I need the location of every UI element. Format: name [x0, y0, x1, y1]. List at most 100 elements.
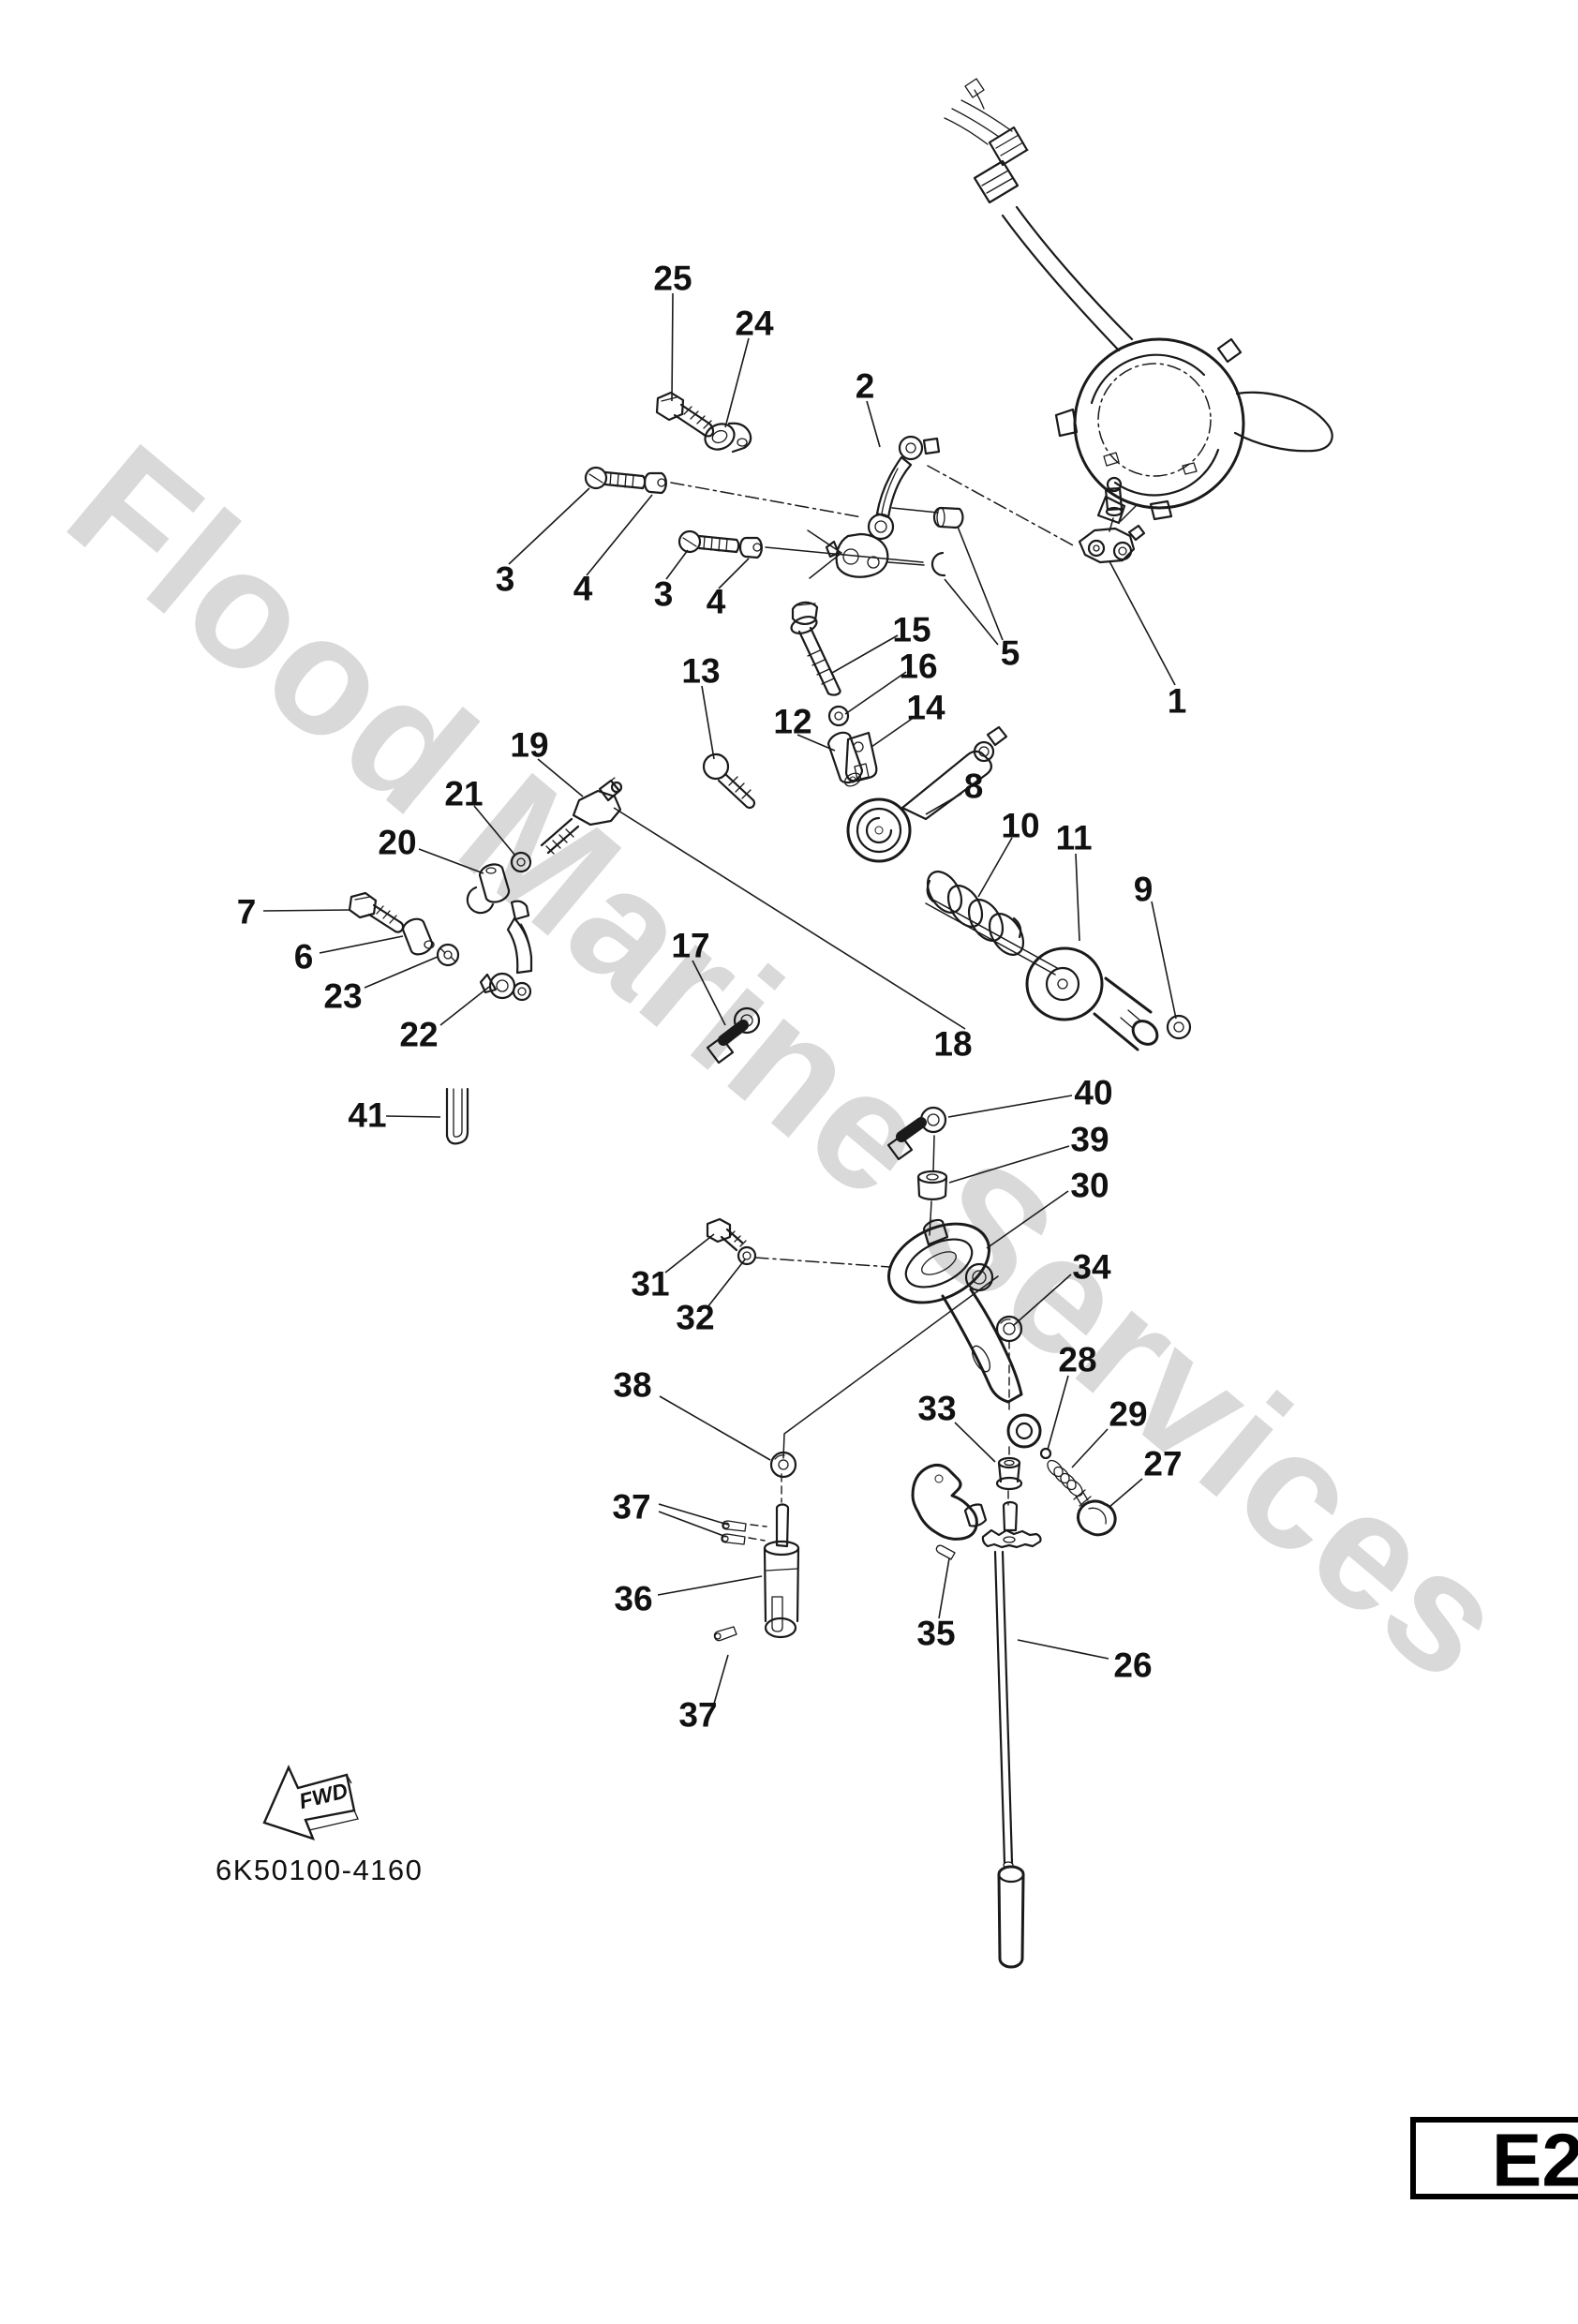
part-callout-19: 19: [510, 726, 548, 765]
link-40-drawing: [886, 1106, 947, 1161]
part-callout-33: 33: [917, 1390, 956, 1428]
bolt-3a-nut-4a-drawing: [584, 466, 667, 495]
leader-line-36: [657, 1575, 763, 1596]
part-callout-4: 4: [707, 583, 726, 621]
cam-11-drawing: [1025, 946, 1159, 1051]
leader-line-38: [659, 1395, 771, 1461]
part-callout-31: 31: [631, 1265, 669, 1304]
bolt-25-drawing: [655, 391, 715, 438]
part-callout-8: 8: [964, 767, 984, 806]
leader-line-16: [844, 671, 907, 715]
leader-line-6: [319, 935, 404, 954]
spring-29-drawing: [1047, 1459, 1083, 1497]
clip-41-drawing: [445, 1087, 469, 1145]
part-callout-21: 21: [444, 775, 483, 813]
bushing-12-drawing: [826, 731, 864, 787]
part-callout-17: 17: [671, 927, 709, 965]
part-callout-1: 1: [1168, 682, 1187, 721]
part-callout-4: 4: [573, 570, 593, 608]
ball-28-drawing: [1039, 1447, 1052, 1460]
leader-line-3: [508, 487, 590, 565]
assembly-axis-lines: [670, 465, 1076, 1542]
part-callout-26: 26: [1113, 1646, 1152, 1685]
part-callout-34: 34: [1072, 1248, 1111, 1287]
link-17-drawing: [706, 1006, 761, 1065]
bolt-3b-nut-4b-drawing: [677, 529, 763, 559]
part-callout-11: 11: [1055, 819, 1092, 857]
fwd-arrow: FWD: [262, 1765, 359, 1840]
part-callout-3: 3: [496, 560, 515, 599]
drawing-number: 6K50100-4160: [216, 1854, 423, 1886]
leader-line-17: [692, 960, 726, 1026]
washer-9-drawing: [1166, 1014, 1192, 1040]
part-callout-15: 15: [892, 611, 930, 649]
part-callout-37: 37: [678, 1696, 717, 1735]
part-callout-10: 10: [1001, 807, 1039, 845]
roller-lever-8-drawing: [846, 725, 1008, 863]
part-callout-32: 32: [676, 1299, 714, 1337]
leader-line-13: [701, 685, 715, 760]
leader-line-35: [938, 1557, 950, 1619]
plunger-36-drawing: [763, 1503, 800, 1639]
part-callout-16: 16: [899, 648, 937, 686]
washer-34-drawing: [995, 1315, 1023, 1343]
leader-line-7: [262, 909, 351, 912]
leader-line-37: [658, 1511, 727, 1538]
leader-line-23: [364, 956, 439, 989]
leader-line-37: [658, 1503, 729, 1526]
part-callout-41: 41: [348, 1096, 386, 1135]
part-callout-5: 5: [1001, 634, 1020, 673]
nut-23-drawing: [436, 943, 460, 967]
bolt-27-drawing: [1073, 1489, 1117, 1537]
part-callout-25: 25: [653, 260, 692, 298]
leader-line-18: [613, 807, 966, 1030]
leader-line-28: [1047, 1375, 1069, 1451]
leader-line-19: [537, 758, 584, 797]
washer-32-drawing: [737, 1245, 757, 1266]
leader-line-15: [831, 634, 899, 674]
bolt-7-drawing: [348, 891, 405, 933]
nut-16-drawing: [827, 705, 850, 727]
part-callout-39: 39: [1070, 1121, 1109, 1159]
part-callout-27: 27: [1143, 1445, 1182, 1483]
part-callout-23: 23: [323, 977, 362, 1016]
leader-line-33: [954, 1422, 996, 1463]
bracket-30-drawing: [887, 1218, 1042, 1449]
part-callout-18: 18: [933, 1025, 972, 1064]
bushing-24-drawing: [704, 422, 752, 454]
leader-line-34: [1013, 1274, 1072, 1326]
leader-line-4: [586, 494, 653, 576]
bushing-33-drawing: [995, 1456, 1023, 1491]
diagram-artwork: [348, 78, 1333, 1969]
cap-drawing: [930, 506, 964, 577]
leader-line-8: [925, 793, 962, 815]
washer-38-drawing: [769, 1451, 797, 1479]
shaft-26-drawing: [981, 1500, 1042, 1969]
part-callout-2: 2: [856, 367, 875, 406]
rod-19-drawing: [540, 777, 623, 855]
leader-line-25: [671, 292, 674, 402]
leader-line-41: [385, 1115, 441, 1118]
part-callout-30: 30: [1070, 1167, 1109, 1205]
leader-line-39: [948, 1145, 1070, 1184]
part-callout-13: 13: [681, 652, 720, 691]
leader-line-2: [866, 400, 881, 448]
leader-line-26: [1017, 1639, 1109, 1660]
ring-link-drawing: [1078, 476, 1146, 564]
bushing-39-drawing: [916, 1169, 948, 1200]
cotter-pins-37-drawing: [713, 1520, 747, 1642]
page-tag-label: E2: [1492, 2119, 1578, 2202]
leader-line-31: [664, 1233, 715, 1274]
part-callout-14: 14: [906, 689, 945, 727]
leader-line-20: [418, 848, 484, 874]
screw-15-drawing: [790, 601, 841, 696]
leader-line-24: [724, 337, 750, 428]
part-callout-12: 12: [773, 703, 811, 741]
leader-line-40: [947, 1095, 1073, 1118]
bolt-31-drawing: [706, 1217, 747, 1252]
leader-line-10: [977, 837, 1013, 898]
magneto-lever-drawing: [825, 435, 941, 578]
part-callout-36: 36: [614, 1580, 652, 1618]
